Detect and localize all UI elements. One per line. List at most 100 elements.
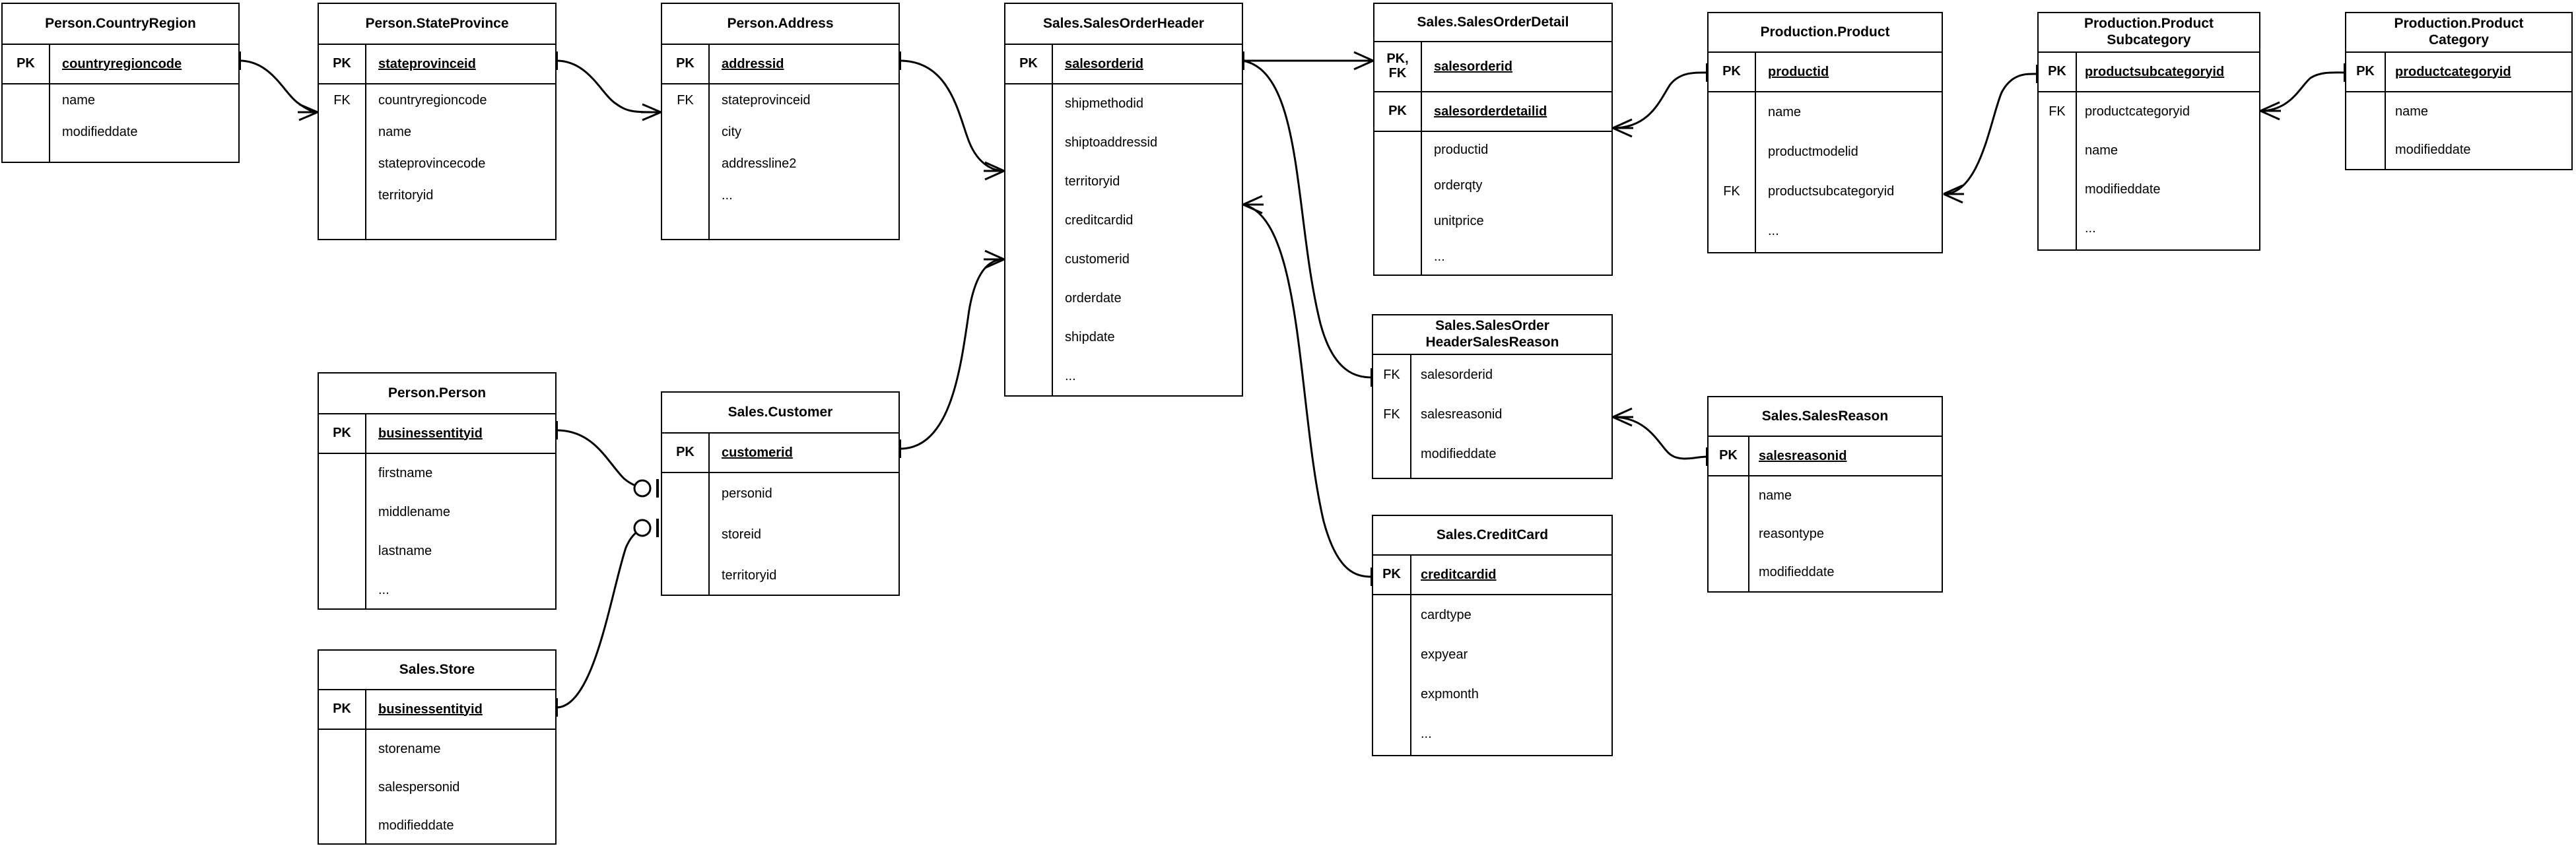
entity-production-productsubcategory[interactable]: Production.Product Subcategory PK produc… — [2037, 12, 2260, 251]
attr-tag — [2039, 209, 2076, 248]
attr-name: creditcardid — [1065, 213, 1134, 228]
key-name: salesorderid — [1065, 56, 1143, 71]
attr-name: storeid — [722, 527, 762, 542]
attr-name: ... — [2085, 221, 2096, 236]
attr-name: ... — [1421, 726, 1432, 741]
attr-name: name — [62, 92, 96, 108]
attr-name: ... — [1065, 369, 1076, 383]
attr-name: name — [1768, 104, 1802, 119]
attr-name: cardtype — [1421, 607, 1472, 622]
attr-name: territoryid — [378, 187, 434, 203]
attribute-list: shipmethodid shiptoaddressid territoryid… — [1005, 84, 1242, 397]
rel-customer-salesorderheader — [899, 258, 1005, 450]
entity-title: Sales.SalesOrderHeader — [1005, 4, 1242, 45]
entity-person-stateprovince[interactable]: Person.StateProvince PK stateprovinceid … — [318, 3, 557, 240]
attr-name: firstname — [378, 466, 433, 480]
attr-tag — [2346, 131, 2385, 169]
key-tag: PK — [1373, 556, 1411, 594]
key-tag: PK — [1709, 437, 1749, 475]
attr-tag — [662, 555, 708, 596]
attr-tag: FK — [1383, 367, 1400, 382]
attr-name: middlename — [378, 505, 450, 519]
key-tag: PK — [662, 434, 710, 472]
key-row: PK salesorderid — [1005, 45, 1242, 84]
key-tag: PK — [319, 690, 366, 729]
key-name: productsubcategoryid — [2085, 64, 2225, 79]
entity-person-address[interactable]: Person.Address PK addressid FK stateprov… — [661, 3, 900, 240]
attr-name: countryregioncode — [378, 92, 487, 108]
entity-person-countryregion[interactable]: Person.CountryRegion PK countryregioncod… — [1, 3, 240, 163]
attr-tag — [3, 84, 49, 116]
attr-tag: FK — [2049, 104, 2066, 119]
attr-tag — [319, 532, 365, 571]
crowsfoot — [1943, 184, 1964, 204]
entity-title: Sales.Store — [319, 651, 555, 690]
attr-name: orderqty — [1434, 178, 1483, 193]
attr-name: modifieddate — [2085, 182, 2161, 197]
rel-productsubcategory-productcategory — [2260, 71, 2346, 112]
crowsfoot — [1242, 195, 1264, 214]
key-name: salesorderid — [1434, 59, 1512, 74]
attr-name: shiptoaddressid — [1065, 135, 1158, 150]
attr-tag — [1374, 132, 1421, 168]
rel-address-salesorderheader — [899, 59, 1005, 172]
entity-title: Person.Person — [319, 374, 555, 414]
entity-title: Sales.SalesOrderDetail — [1374, 4, 1611, 42]
attr-name: ... — [722, 187, 733, 203]
attr-name: ... — [1768, 223, 1779, 238]
attr-tag — [3, 116, 49, 148]
key-name: businessentityid — [378, 701, 483, 717]
entity-title: Sales.SalesOrder HeaderSalesReason — [1373, 315, 1611, 355]
entity-sales-store[interactable]: Sales.Store PK businessentityid storenam… — [318, 649, 557, 845]
attr-tag — [1374, 168, 1421, 203]
entity-production-product[interactable]: Production.Product PK productid FK name … — [1707, 12, 1943, 253]
attr-tag — [319, 454, 365, 493]
attribute-list: name modifieddate — [3, 84, 238, 163]
attr-tag — [1373, 595, 1410, 635]
entity-person-person[interactable]: Person.Person PK businessentityid firstn… — [318, 372, 557, 610]
attr-tag — [1709, 132, 1755, 172]
entity-sales-customer[interactable]: Sales.Customer PK customerid personid st… — [661, 391, 900, 596]
attr-name: territoryid — [722, 568, 777, 583]
attr-tag — [1709, 92, 1755, 132]
entity-production-productcategory[interactable]: Production.Product Category PK productca… — [2345, 12, 2573, 170]
entity-title: Person.Address — [662, 4, 898, 45]
attr-name: ... — [1434, 249, 1445, 264]
key-row: PK productid — [1709, 53, 1942, 92]
attr-tag — [1005, 240, 1052, 279]
attr-name: modifieddate — [1421, 446, 1497, 461]
key-name: countryregioncode — [62, 56, 182, 71]
attr-tag — [319, 179, 365, 211]
crowsfoot — [1353, 51, 1374, 71]
attr-name: orderdate — [1065, 291, 1122, 306]
attribute-list: cardtype expyear expmonth ... — [1373, 595, 1611, 755]
attr-name: salesreasonid — [1421, 407, 1503, 422]
entity-sales-salesorderheadersalesreason[interactable]: Sales.SalesOrder HeaderSalesReason FK FK… — [1372, 314, 1613, 479]
attr-tag — [319, 571, 365, 610]
key-name: stateprovinceid — [378, 56, 476, 71]
attr-tag — [662, 116, 708, 148]
key-row: PK, FK salesorderid — [1374, 42, 1611, 92]
key-row: PK businessentityid — [319, 690, 555, 730]
key-tag: PK — [1709, 53, 1756, 91]
key-tag: PK — [2039, 53, 2077, 91]
attr-tag — [1709, 211, 1755, 251]
zero-marker — [633, 519, 652, 537]
entity-sales-salesorderdetail[interactable]: Sales.SalesOrderDetail PK, FK salesorder… — [1373, 3, 1613, 276]
attr-tag: FK — [1723, 183, 1740, 199]
key-row: PK countryregioncode — [3, 45, 238, 84]
entity-sales-creditcard[interactable]: Sales.CreditCard PK creditcardid cardtyp… — [1372, 515, 1613, 756]
rel-stateprovince-address — [556, 59, 661, 114]
key-tag: PK — [319, 45, 366, 83]
entity-title: Person.CountryRegion — [3, 4, 238, 45]
attr-tag — [1373, 714, 1410, 754]
attr-tag — [1005, 162, 1052, 201]
key-row: PK productcategoryid — [2346, 53, 2571, 92]
key-name: customerid — [722, 445, 793, 460]
attr-tag — [1373, 674, 1410, 714]
entity-sales-salesorderheader[interactable]: Sales.SalesOrderHeader PK salesorderid s… — [1004, 3, 1243, 397]
key-row: PK addressid — [662, 45, 898, 84]
attr-name: stateprovinceid — [722, 92, 811, 108]
attr-tag — [1005, 357, 1052, 396]
entity-sales-salesreason[interactable]: Sales.SalesReason PK salesreasonid name … — [1707, 396, 1943, 593]
